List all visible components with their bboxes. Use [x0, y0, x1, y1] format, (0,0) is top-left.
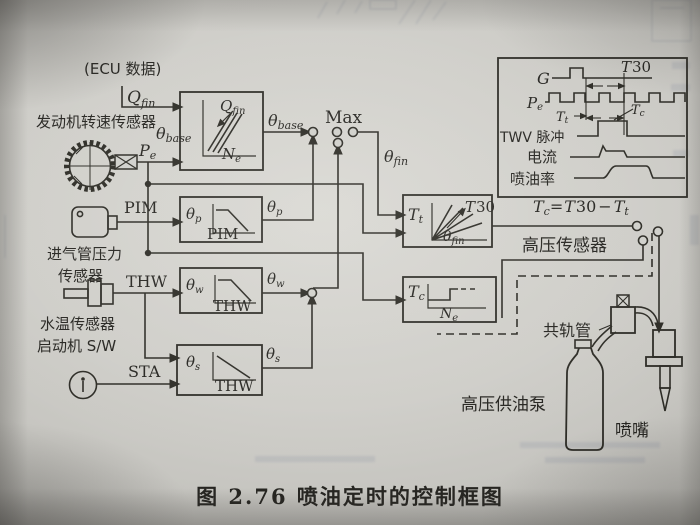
rail-label-leader	[598, 324, 612, 331]
wire-thw-branch	[144, 293, 181, 363]
nozzle-label: 喷嘴	[615, 421, 649, 441]
rate-label: 喷油率	[510, 170, 555, 188]
pump-label: 高压供油泵	[461, 395, 546, 415]
wire-qfin	[121, 86, 184, 112]
pipe-rail-to-injector	[634, 306, 659, 327]
twv-waveform	[577, 120, 685, 137]
sta-correction-block: θs THW	[176, 344, 263, 396]
theta-p-out-label: θp	[267, 198, 283, 218]
max-contact	[331, 126, 343, 138]
svg-text:THW: THW	[215, 377, 254, 395]
pressure-sensor-label-1: 进气管压力	[47, 245, 122, 263]
pressure-sensor-icon	[71, 206, 118, 238]
tc-conversion-block: Tc Ne	[402, 276, 497, 324]
gear-icon	[64, 140, 116, 192]
wire-pe-to-tc	[148, 252, 407, 305]
bleedthrough-smudges	[255, 62, 699, 463]
wire-theta-p	[262, 133, 318, 221]
tc-span-label: Tc	[631, 103, 645, 119]
pe-signal-label: Pe	[138, 141, 157, 162]
wire-theta-s	[262, 293, 317, 369]
svg-text:Tc: Tc	[408, 282, 425, 303]
current-waveform	[570, 144, 685, 158]
temp-sensor-icon	[63, 279, 114, 307]
ecu-data-label: (ECU 数据)	[84, 60, 161, 78]
common-rail-body	[610, 306, 636, 334]
svg-text:θp: θp	[186, 205, 202, 225]
theta-base-left-label: θbase	[156, 124, 192, 145]
supply-pump-icon	[565, 339, 604, 451]
pressure-sensor-label-2: 传感器	[58, 267, 103, 285]
connector-contact	[652, 226, 664, 237]
wire-dashed-drive	[437, 233, 653, 335]
speed-sensor-label: 发动机转速传感器	[36, 113, 156, 131]
tc-label-leader	[613, 108, 634, 121]
thw-signal-label: THW	[126, 272, 168, 291]
reference-tick	[585, 73, 625, 135]
connector-contact	[637, 235, 649, 246]
theta-s-out-label: θs	[266, 345, 280, 365]
pe-waveform	[545, 92, 686, 103]
rail-label: 共轨管	[543, 321, 591, 340]
svg-text:T30: T30	[465, 198, 495, 216]
theta-fin-label: θfin	[384, 147, 408, 168]
svg-text:Tt: Tt	[408, 205, 424, 226]
svg-text:θw: θw	[186, 276, 204, 296]
g-waveform	[552, 67, 652, 79]
sta-signal-label: STA	[128, 362, 161, 381]
pim-signal-label: PIM	[124, 198, 157, 217]
wire-pe-to-tt	[148, 183, 407, 238]
waveform-panel: G T30 Pe Tt Tc TWV 脉冲 电流 喷油率	[497, 57, 688, 198]
ignition-switch-icon	[68, 370, 98, 400]
twv-pulse-label: TWV 脉冲	[499, 130, 564, 146]
tc-formula: Tc=T30−Tt	[533, 197, 629, 218]
svg-text:THW: THW	[213, 297, 252, 315]
wire-max-out	[357, 131, 407, 220]
crossed-box-icon	[114, 154, 138, 170]
svg-text:θfin: θfin	[443, 229, 465, 247]
figure-caption: 图 2.76 喷油定时的控制框图	[196, 484, 504, 509]
tt-conversion-block: Tt T30 θfin	[402, 194, 495, 248]
t30-label: T30	[621, 58, 651, 76]
pim-correction-block: θp PIM	[179, 196, 263, 243]
theta-base-out-label: θbase	[268, 111, 304, 132]
pe-wave-label: Pe	[526, 94, 543, 113]
merge-contact	[306, 287, 318, 299]
theta-w-out-label: θw	[267, 270, 285, 290]
rail-pressure-transducer-icon	[616, 294, 630, 308]
wire-merge-to-max	[313, 143, 343, 289]
hp-sensor-label: 高压传感器	[522, 236, 607, 256]
tt-span-label: Tt	[556, 110, 569, 126]
base-timing-map-block: Qfin Ne	[179, 91, 264, 171]
max-contact	[332, 137, 344, 149]
bleedthrough-ghost-marks	[4, 0, 692, 258]
water-sensor-label: 水温传感器	[40, 315, 115, 333]
thw-correction-block: θw THW	[179, 267, 263, 315]
svg-text:Ne: Ne	[439, 306, 458, 324]
connector-contact	[631, 220, 643, 232]
rate-waveform	[574, 165, 685, 179]
max-contact	[307, 126, 319, 138]
max-label: Max	[325, 108, 363, 128]
starter-switch-label: 启动机 S/W	[37, 337, 116, 355]
wire-hp-feedback	[501, 245, 644, 318]
max-contact	[347, 126, 359, 138]
svg-text:Ne: Ne	[221, 145, 241, 165]
svg-text:θs: θs	[186, 353, 200, 373]
injector-icon	[645, 329, 683, 412]
svg-text:PIM: PIM	[207, 225, 238, 243]
pipe-rail-to-pump	[591, 325, 617, 352]
svg-text:Qfin: Qfin	[220, 97, 245, 117]
g-signal-label: G	[537, 69, 550, 88]
current-label: 电流	[527, 148, 557, 166]
